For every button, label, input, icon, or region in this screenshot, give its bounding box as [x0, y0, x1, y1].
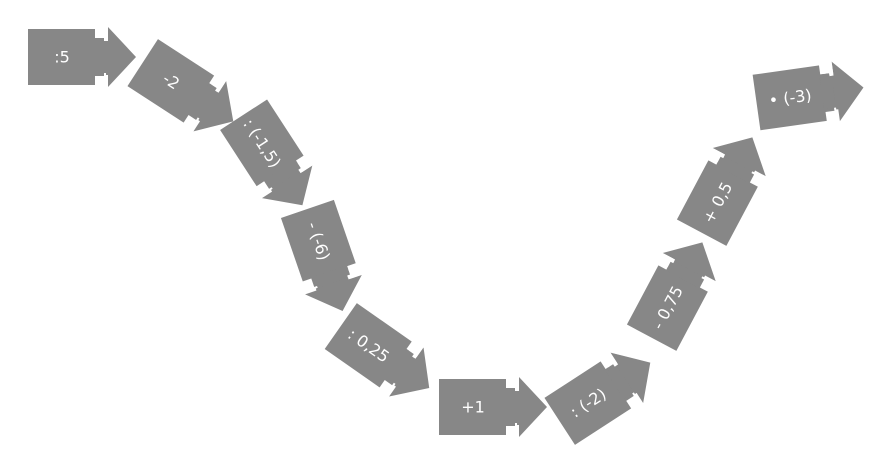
- tile-gap: [827, 61, 834, 77]
- tile-slot: [818, 63, 831, 75]
- tile-body: [752, 64, 836, 131]
- tile-body: [28, 29, 104, 85]
- tile-slot: [506, 378, 516, 388]
- operation-tile: • (-3): [752, 61, 864, 131]
- tile-arrowhead: [610, 352, 651, 403]
- tile-arrowhead: [106, 27, 136, 87]
- tile-gap: [298, 162, 313, 174]
- tile-gap: [515, 377, 519, 391]
- tile-slot: [825, 110, 837, 122]
- tile-stem: [266, 161, 302, 193]
- tile-arrowhead: [831, 61, 864, 122]
- tile-slot: [749, 173, 764, 188]
- tile-gap: [607, 352, 619, 367]
- tile-stem: [668, 257, 705, 287]
- operation-tile: + 0,5: [676, 137, 766, 246]
- tile-slot: [699, 278, 714, 293]
- tile-arrowhead: [712, 137, 766, 177]
- tile-gap: [710, 147, 726, 159]
- operation-tile: :5: [28, 27, 136, 87]
- operation-tile: +1: [439, 377, 547, 437]
- tile-body: [439, 379, 515, 435]
- tile-stem: [606, 363, 638, 399]
- operation-tile: -2: [127, 39, 234, 132]
- tile-stem: [385, 350, 418, 387]
- tile-gap: [104, 27, 108, 41]
- operation-tile: : (-2): [544, 352, 651, 445]
- tile-arrowhead: [305, 274, 362, 312]
- operation-label: +1: [461, 398, 485, 417]
- tile-slot: [506, 426, 516, 436]
- tile-gap: [660, 252, 676, 264]
- operation-tile: - 0,75: [626, 242, 716, 351]
- tile-arrowhead: [389, 347, 430, 397]
- tile-slot: [255, 181, 270, 196]
- operation-label: :5: [54, 48, 70, 67]
- tile-slot: [95, 28, 105, 38]
- tile-arrowhead: [517, 377, 547, 437]
- tile-gap: [215, 78, 227, 93]
- tile-body: [280, 199, 359, 290]
- tile-stem: [313, 266, 350, 292]
- tile-arrowhead: [262, 165, 313, 206]
- tile-arrowhead: [193, 81, 234, 132]
- tile-slot: [626, 395, 641, 410]
- operation-tile: : (-1,5): [220, 99, 313, 206]
- tile-stem: [189, 85, 221, 121]
- tile-slot: [95, 76, 105, 86]
- tile-slot: [183, 115, 197, 129]
- operation-tile: : 0,25: [324, 303, 430, 397]
- tile-slot: [301, 278, 315, 292]
- tile-gap: [347, 271, 362, 280]
- tile-stem: [718, 152, 755, 182]
- tile-slot: [379, 380, 393, 394]
- operation-tile: - (-6): [280, 199, 362, 312]
- tile-gap: [412, 345, 424, 359]
- tile-arrowhead: [662, 242, 716, 282]
